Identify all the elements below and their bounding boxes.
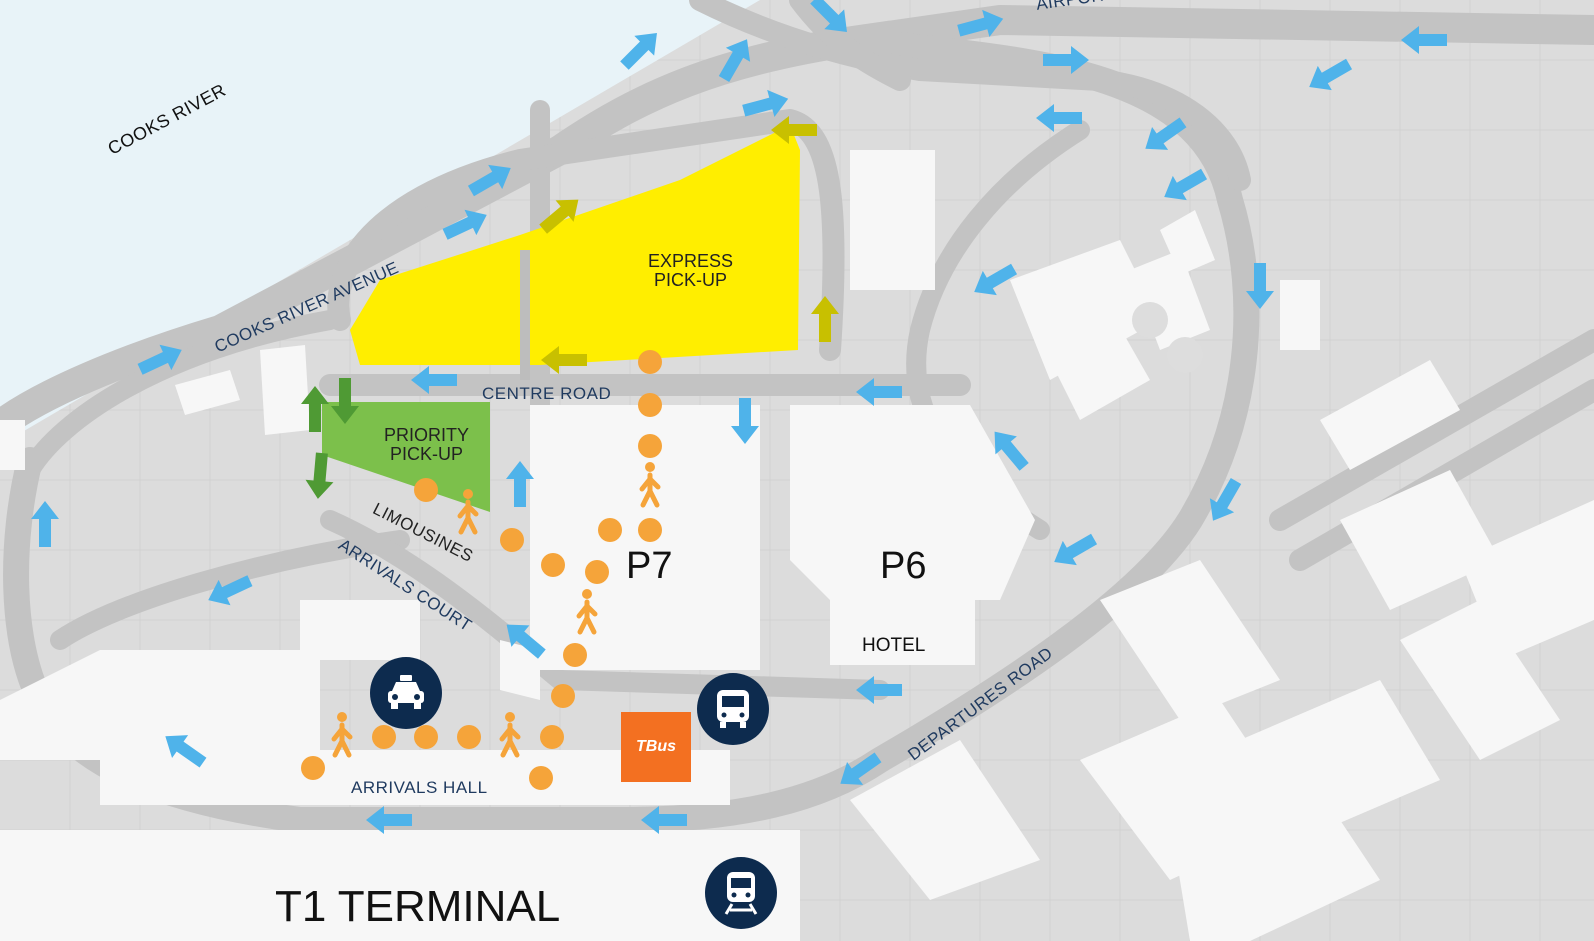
express-arrows [539, 116, 839, 374]
tbus-logo-text: TBus [636, 738, 676, 755]
traffic-arrow-icon [742, 89, 789, 117]
traffic-arrow-icon [208, 575, 253, 606]
traffic-arrow-icon [31, 501, 59, 547]
traffic-arrow-icon [810, 0, 847, 32]
walking-person-icon [639, 462, 661, 508]
traffic-arrow-icon [1246, 263, 1274, 309]
walking-person-icon [331, 712, 353, 758]
traffic-arrow-icon [165, 735, 207, 768]
traffic-arrow-icon [974, 263, 1018, 296]
train-icon [724, 872, 758, 915]
walking-person-icon [576, 589, 598, 635]
express-pickup-label: EXPRESS PICK-UP [648, 251, 734, 290]
centre-road-label: CENTRE ROAD [482, 384, 612, 403]
traffic-arrow-icon [731, 398, 759, 444]
express-pickup-zone [350, 125, 800, 365]
traffic-arrow-icon [957, 9, 1004, 37]
traffic-arrow-icon [1054, 533, 1098, 566]
traffic-arrow-icon [366, 806, 412, 834]
terminal-building [0, 830, 800, 941]
arrivals-hall-building [100, 750, 730, 805]
tbus-logo[interactable]: TBus [621, 712, 691, 782]
buildings [0, 150, 1594, 941]
traffic-arrow-icon [1209, 477, 1242, 521]
bus-badge[interactable] [697, 673, 769, 745]
traffic-arrow-icon [331, 378, 359, 424]
traffic-arrow-icon [541, 346, 587, 374]
traffic-arrow-icon [442, 209, 487, 240]
traffic-arrows [31, 0, 1447, 834]
traffic-arrow-icon [137, 344, 182, 375]
traffic-arrow-icon [641, 806, 687, 834]
priority-pickup-label: PRIORITY PICK-UP [384, 425, 470, 464]
traffic-arrow-icon [994, 431, 1029, 471]
traffic-arrow-icon [1164, 168, 1208, 201]
train-badge[interactable] [705, 857, 777, 929]
p6-car-park [790, 405, 1035, 600]
p7-label: P7 [626, 545, 673, 587]
walking-route [301, 350, 662, 790]
arrivals-hall-label: ARRIVALS HALL [351, 778, 488, 797]
traffic-arrow-icon [467, 164, 511, 197]
traffic-arrow-icon [771, 116, 817, 144]
traffic-arrow-icon [506, 624, 546, 659]
traffic-arrow-icon [856, 378, 902, 406]
traffic-arrow-icon [411, 366, 457, 394]
priority-arrows [301, 378, 359, 499]
traffic-arrow-icon [718, 39, 751, 83]
bus-icon [717, 690, 749, 728]
centre-road-divider [520, 250, 530, 380]
traffic-arrow-icon [301, 386, 329, 432]
p6-label: P6 [880, 545, 927, 587]
hotel-building [830, 600, 975, 665]
priority-pickup-zone [322, 402, 490, 512]
traffic-arrow-icon [305, 452, 334, 499]
traffic-arrow-icon [1145, 117, 1187, 150]
traffic-arrow-icon [539, 199, 579, 234]
hotel-label: HOTEL [862, 635, 926, 656]
traffic-arrow-icon [1401, 26, 1447, 54]
traffic-arrow-icon [1036, 104, 1082, 132]
traffic-arrow-icon [856, 676, 902, 704]
traffic-arrow-icon [1043, 46, 1089, 74]
walking-person-icon [457, 489, 479, 535]
walkers [331, 462, 661, 758]
taxi-badge[interactable] [370, 657, 442, 729]
t1-terminal-label: T1 TERMINAL [275, 882, 561, 931]
taxi-icon [388, 675, 424, 709]
walking-person-icon [499, 712, 521, 758]
traffic-arrow-icon [840, 752, 882, 785]
traffic-arrow-icon [1309, 58, 1353, 91]
traffic-arrow-icon [506, 461, 534, 507]
building-details [1132, 302, 1203, 373]
traffic-arrow-icon [620, 33, 657, 70]
traffic-arrow-icon [811, 296, 839, 342]
